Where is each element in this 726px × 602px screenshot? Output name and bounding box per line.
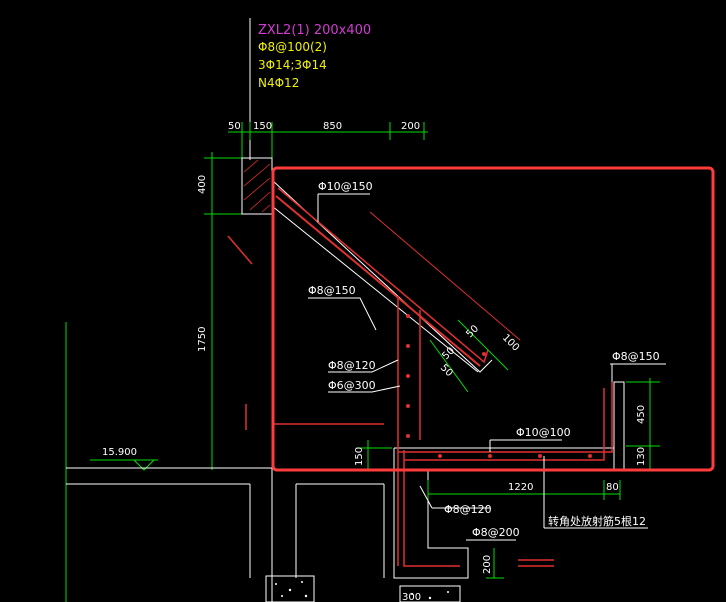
gutter-outline — [393, 381, 625, 579]
foundation-block-left — [265, 575, 315, 602]
rebar-dot — [406, 314, 410, 318]
slab-thickness-dim — [429, 339, 469, 393]
slab-slope-guide — [369, 211, 521, 341]
gutter-dimensions — [356, 378, 660, 579]
dim-130-label: 130 — [636, 447, 647, 466]
gutter-bottom-rebar-label: Φ10@100 — [516, 426, 571, 439]
rebar-dots — [406, 314, 592, 458]
aggregate-dots — [275, 581, 449, 600]
leader-wall-1 — [328, 359, 399, 373]
slab-bottom-edge — [271, 205, 479, 373]
wall-rebar — [227, 235, 613, 567]
beam-side-rebar-label: Φ8@120 — [444, 503, 492, 516]
dim-200-low-label: 200 — [482, 555, 493, 574]
rebar-dot — [406, 374, 410, 378]
dim-slope-100-label: 100 — [500, 332, 521, 353]
top-dimension-chain — [228, 122, 428, 168]
rebar-dot — [482, 352, 486, 356]
lower-rebar-label: Φ8@200 — [472, 526, 520, 539]
sloped-slab — [271, 179, 521, 393]
left-green-lines — [65, 322, 158, 602]
corner-radial-bars-note: 转角处放射筋5根12 — [548, 514, 646, 528]
wall-rebar-1-label: Φ8@120 — [328, 359, 376, 372]
gutter-inner-rebar — [404, 388, 605, 461]
slab-top-rebar-label: Φ10@150 — [318, 180, 373, 193]
left-dimension-chain — [204, 152, 242, 470]
hatch-line — [243, 177, 271, 201]
aggregate-dot — [411, 593, 413, 595]
dim-50b-label: 50 — [438, 362, 455, 379]
dim-300-label: 300 — [402, 592, 421, 602]
lower-wall-rebar — [403, 450, 460, 567]
annotation-leaders — [308, 193, 666, 541]
beam-name-label: ZXL2(1) 200x400 — [258, 23, 371, 38]
dim-1220-label: 1220 — [508, 482, 533, 493]
dim-150-label: 150 — [253, 121, 272, 132]
aggregate-dot — [447, 591, 449, 593]
rebar-dot — [406, 434, 410, 438]
dim-80-label: 80 — [606, 482, 619, 493]
rebar-dot — [406, 404, 410, 408]
hatch-line — [243, 159, 259, 173]
gutter-bottom-rebar — [398, 382, 613, 453]
foundation-blocks — [265, 575, 461, 602]
dim-1750-label: 1750 — [197, 327, 208, 352]
rebar-dot — [588, 454, 592, 458]
elevation-label: 15.900 — [102, 447, 137, 458]
dim-850-label: 850 — [323, 121, 342, 132]
rebar-dot — [538, 454, 542, 458]
leader-wall-2 — [328, 385, 401, 393]
beam-stirrup-label: Φ8@100(2) — [258, 40, 327, 54]
slab-end-dim — [457, 319, 509, 371]
aggregate-dot — [275, 583, 277, 585]
hatch-line — [249, 191, 271, 211]
aggregate-dot — [288, 588, 292, 592]
hatch-line — [243, 163, 271, 187]
beam-waist-bars-label: N4Φ12 — [258, 76, 299, 90]
aggregate-dot — [304, 594, 308, 598]
slab-rebar-main — [275, 195, 481, 367]
wall-rebar-2-label: Φ6@300 — [328, 379, 376, 392]
rebar-dot — [406, 344, 410, 348]
elevation-marker: 15.900 — [102, 447, 155, 471]
dim-50a-label: 50 — [440, 345, 457, 362]
slab-top-edge — [271, 179, 493, 373]
beam-long-bars-label: 3Φ14;3Φ14 — [258, 58, 327, 72]
slab-bottom-rebar-label: Φ8@150 — [308, 284, 356, 297]
dim-150-low-label: 150 — [354, 447, 365, 466]
leader-slab-bottom — [308, 297, 377, 331]
rebar-stub-left — [227, 235, 253, 265]
dim-400-left-label: 400 — [197, 175, 208, 194]
highlight-box — [271, 166, 715, 472]
rebar-dot — [488, 454, 492, 458]
aggregate-dot — [428, 596, 432, 600]
dim-200-label: 200 — [401, 121, 420, 132]
gutter-rebar-label: Φ8@150 — [612, 350, 660, 363]
leader-beam-side-diag — [419, 485, 433, 509]
elevation-triangle-icon — [133, 459, 155, 471]
edge-beam-hatch — [243, 159, 271, 213]
aggregate-dot — [301, 581, 303, 583]
foundation-block-right — [399, 585, 461, 602]
dim-50-label: 50 — [228, 121, 241, 132]
rebar-dot — [438, 454, 442, 458]
aggregate-dot — [281, 595, 283, 597]
dim-slope-50-label: 50 — [464, 323, 481, 340]
hatch-line — [261, 204, 271, 213]
dim-450-label: 450 — [636, 405, 647, 424]
beam-callout: ZXL2(1) 200x400 Φ8@100(2) 3Φ14;3Φ14 N4Φ1… — [249, 18, 371, 160]
slab-rebar-top — [277, 187, 489, 364]
